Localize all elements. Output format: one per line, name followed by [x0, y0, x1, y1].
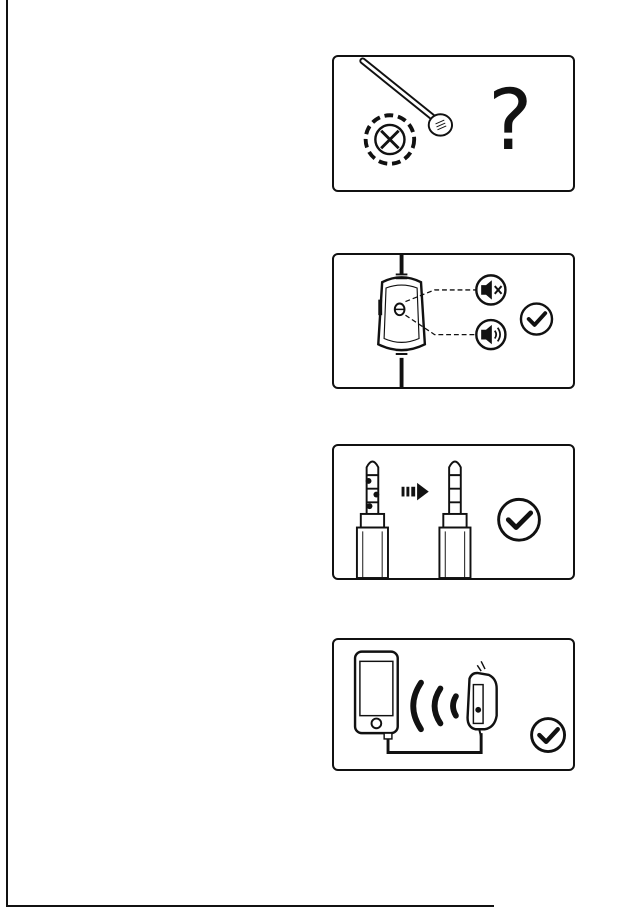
page-corner-mark: [505, 904, 535, 912]
volume-icon: [476, 320, 505, 349]
page-border-bottom: [6, 905, 494, 907]
wireless-pairing-illustration: [334, 640, 573, 769]
check-circle-icon: [521, 304, 552, 335]
phone-icon: [355, 652, 398, 733]
trs-plug-icon: [439, 462, 470, 578]
mic-unknown-illustration: [334, 57, 573, 190]
plug-conversion-illustration: [334, 446, 573, 578]
check-circle-icon: [499, 499, 540, 540]
mute-icon: [476, 275, 505, 304]
microphone-icon: [429, 114, 452, 135]
trrs-plug-icon: [357, 462, 388, 578]
panel-mic-unknown: ?: [332, 55, 575, 192]
inline-control-illustration: [334, 255, 573, 387]
arrow-right-icon: [402, 483, 429, 500]
signal-waves-icon: [413, 683, 456, 730]
check-circle-icon: [532, 719, 565, 752]
inline-remote-icon: [378, 274, 425, 354]
panel-inline-control: [332, 253, 575, 389]
headset-icon: [468, 661, 497, 737]
panel-plug-conversion: [332, 444, 575, 580]
question-mark-icon: ?: [488, 75, 533, 165]
page-border-left: [6, 0, 8, 906]
panel-wireless-pairing: [332, 638, 575, 771]
mic-muted-icon: [366, 115, 415, 164]
